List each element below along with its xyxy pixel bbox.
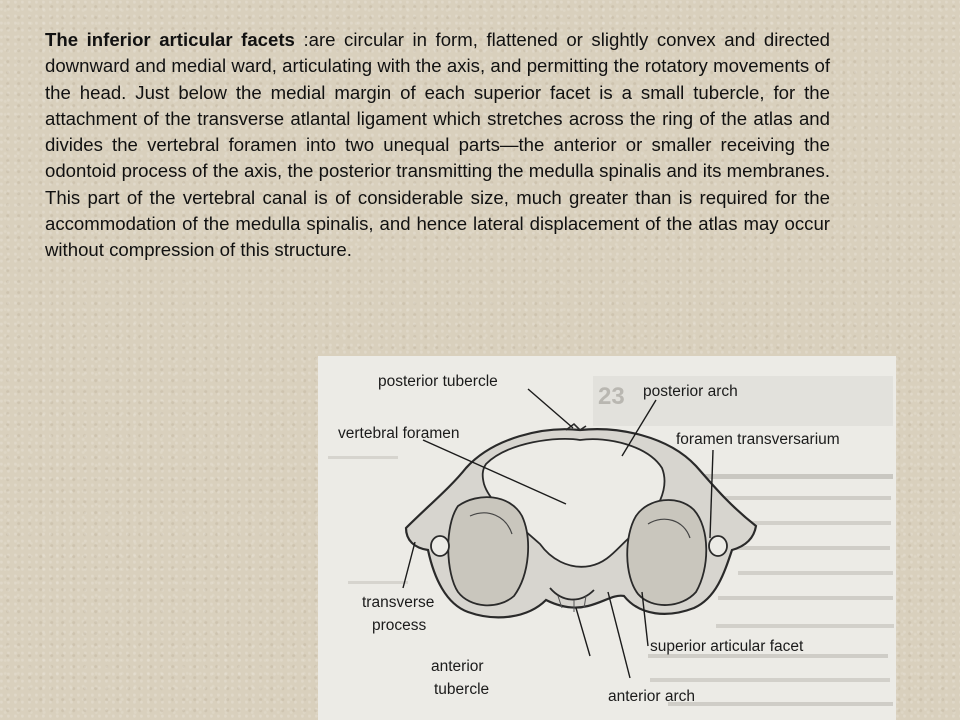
svg-text:23: 23 [598, 383, 625, 410]
atlas-vertebra-figure: 23 [318, 356, 896, 720]
atlas-diagram: 23 [328, 373, 894, 706]
leader-lines [402, 388, 714, 679]
label-posterior-tubercle: posterior tubercle [378, 373, 498, 390]
label-anterior-arch: anterior arch [608, 688, 695, 705]
background-print: 23 [328, 376, 894, 706]
label-vertebral-foramen: vertebral foramen [338, 425, 459, 442]
label-transverse: transverse [362, 594, 434, 611]
label-superior-articular-facet: superior articular facet [650, 638, 804, 655]
atlas-bone [404, 422, 758, 619]
label-anterior: anterior [431, 658, 484, 675]
paragraph-body: :are circular in form, flattened or slig… [45, 29, 831, 261]
description-paragraph: The inferior articular facets :are circu… [45, 27, 830, 264]
label-foramen-transversarium: foramen transversarium [676, 431, 840, 448]
label-process: process [372, 617, 427, 634]
label-tubercle: tubercle [434, 681, 489, 698]
label-posterior-arch: posterior arch [643, 383, 738, 400]
bold-term: The inferior articular facets [45, 29, 295, 50]
